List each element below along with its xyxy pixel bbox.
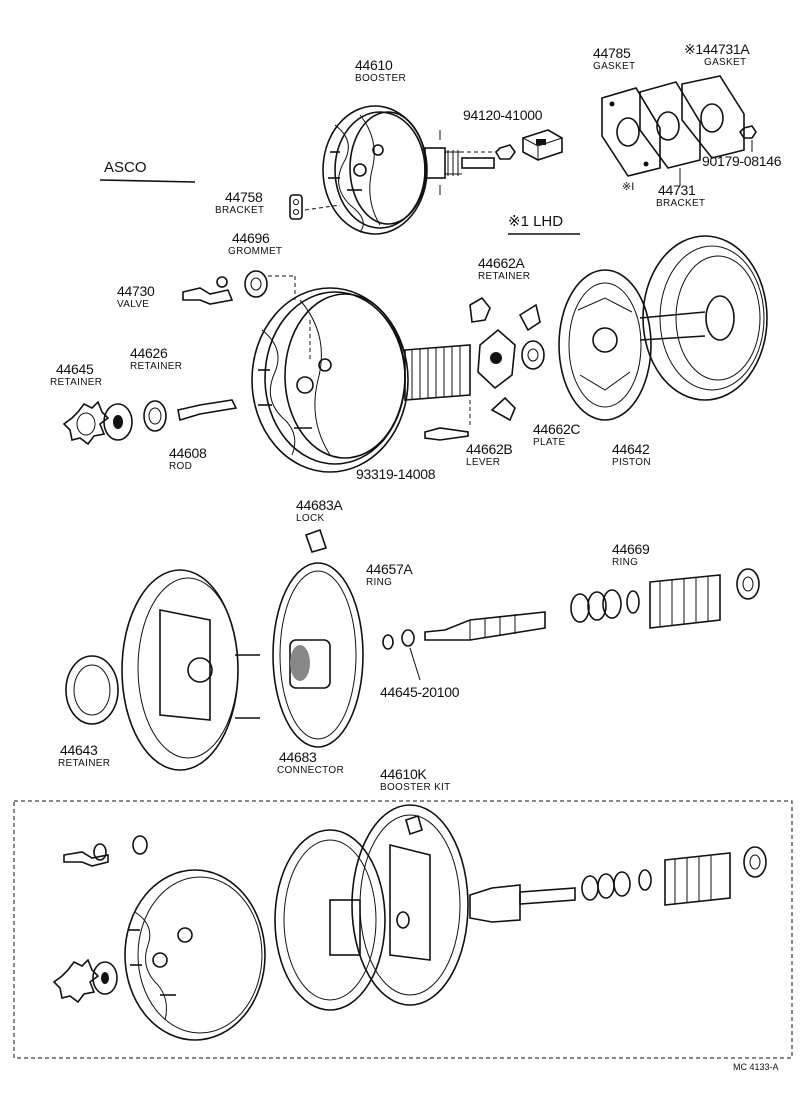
part-number-90179: 90179-08146 xyxy=(702,153,782,169)
part-name-44730: VALVE xyxy=(117,299,150,310)
part-number-44730: 44730 xyxy=(117,283,155,299)
part-name-44608: ROD xyxy=(169,461,193,472)
part-name-44643: RETAINER xyxy=(58,758,111,769)
part-number-93319: 93319-14008 xyxy=(356,466,436,482)
part-name-44657a: RING xyxy=(366,577,393,588)
booster-kit-illustration xyxy=(52,804,767,1041)
part-name-44662b: LEVER xyxy=(466,457,501,468)
part-name-44610: BOOSTER xyxy=(355,73,406,84)
part-name-44696: GROMMET xyxy=(228,246,283,257)
part-number-44645: 44645 xyxy=(56,361,94,377)
part-number-44610k: 44610K xyxy=(380,766,427,782)
part-name-44731: BRACKET xyxy=(656,198,706,209)
asco-booster-illustration xyxy=(62,235,768,473)
part-name-44610k: BOOSTER KIT xyxy=(380,782,451,793)
part-name-44758: BRACKET xyxy=(215,205,265,216)
part-number-44626: 44626 xyxy=(130,345,168,361)
booster-top-illustration xyxy=(289,105,563,235)
part-name-44662c: PLATE xyxy=(533,437,566,448)
booster-kit-box xyxy=(13,800,793,1059)
part-number-44669: 44669 xyxy=(612,541,650,557)
part-name-44785: GASKET xyxy=(593,61,636,72)
part-name-44662a: RETAINER xyxy=(478,271,531,282)
part-number-44643: 44643 xyxy=(60,742,98,758)
part-number-44683a: 44683A xyxy=(296,497,343,513)
part-number-94120: 94120-41000 xyxy=(463,107,543,123)
part-number-44696: 44696 xyxy=(232,230,270,246)
part-name-44642: PISTON xyxy=(612,457,651,468)
drawing-code: MC 4133-A xyxy=(733,1062,779,1072)
part-name-44645: RETAINER xyxy=(50,377,103,388)
part-name-44683: CONNECTOR xyxy=(277,765,344,776)
asco-label: ASCO xyxy=(104,159,147,176)
part-name-44669: RING xyxy=(612,557,639,568)
part-name-44731a: GASKET xyxy=(704,57,747,68)
part-number-44662c: 44662C xyxy=(533,421,581,437)
part-number-44645-20100: 44645-20100 xyxy=(380,684,460,700)
part-number-44731: 44731 xyxy=(658,182,696,198)
part-number-44785: 44785 xyxy=(593,45,631,61)
shell-exploded-illustration xyxy=(65,528,760,771)
part-number-44610: 44610 xyxy=(355,57,393,73)
lhd-label: ※1 LHD xyxy=(508,213,564,230)
part-name-44626: RETAINER xyxy=(130,361,183,372)
star-mark: ※I xyxy=(622,181,635,193)
part-number-44642: 44642 xyxy=(612,441,650,457)
part-name-44683a: LOCK xyxy=(296,513,325,524)
part-number-44731a: ※144731A xyxy=(684,41,750,57)
part-number-44657a: 44657A xyxy=(366,561,413,577)
part-number-44683: 44683 xyxy=(279,749,317,765)
gasket-bracket-plates xyxy=(601,75,757,186)
part-number-44662b: 44662B xyxy=(466,441,513,457)
asco-underline xyxy=(99,179,196,183)
part-number-44758: 44758 xyxy=(225,189,263,205)
part-number-44608: 44608 xyxy=(169,445,207,461)
part-number-44662a: 44662A xyxy=(478,255,525,271)
